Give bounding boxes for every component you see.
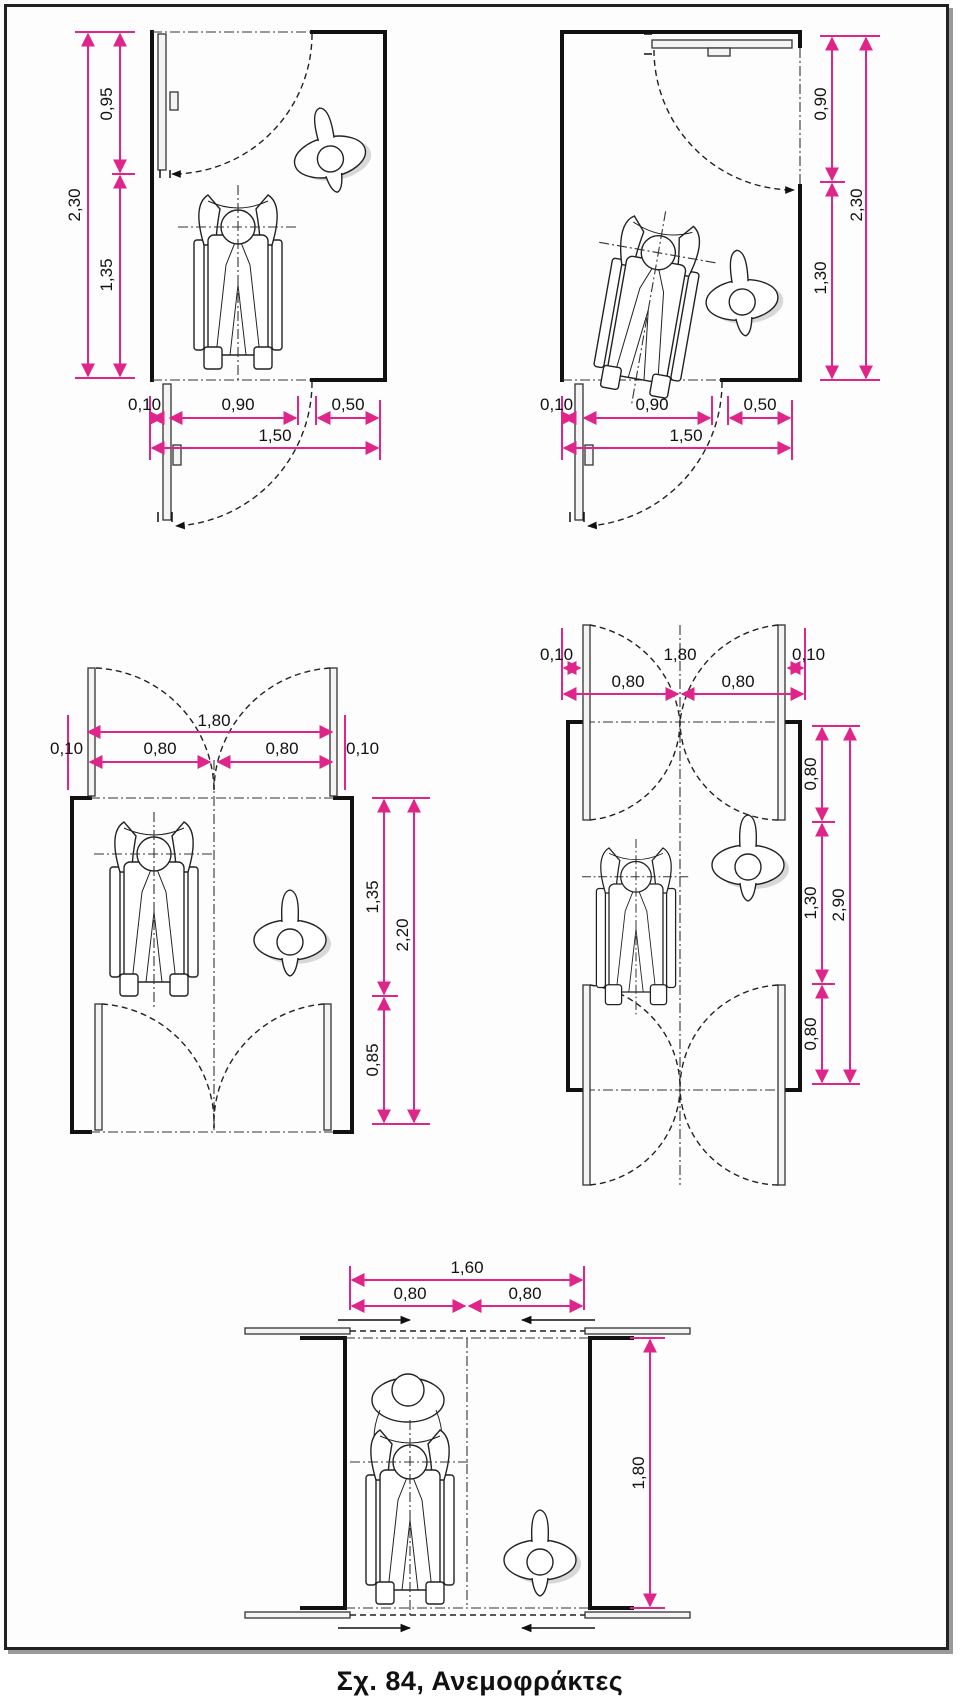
dim-2-130: 1,30 [811,261,830,294]
dim-4-080d: 0,80 [801,1017,820,1050]
dim-1-150: 1,50 [258,426,291,445]
dim-4-130: 1,30 [801,886,820,919]
dim-3-180: 1,80 [197,711,230,730]
dim-4-010b: 0,10 [792,645,825,664]
dim-4-080c: 0,80 [801,757,820,790]
dim-5-080b: 0,80 [508,1284,541,1303]
dim-4-180: 1,80 [663,645,696,664]
figure-caption: Σχ. 84, Ανεμοφράκτες [336,1666,624,1696]
dim-3-010a: 0,10 [50,739,83,758]
dim-2-050: 0,50 [743,395,776,414]
dim-3-135: 1,35 [363,880,382,913]
dim-2-010: 0,10 [540,395,573,414]
dim-4-290: 2,90 [829,888,848,921]
vestibule-plan-3: 1,80 0,10 0,80 0,80 0,10 1,35 0,85 2,20 [50,667,430,1134]
vestibule-plan-5: 1,60 0,80 0,80 1,80 [244,1258,691,1633]
dim-4-010a: 0,10 [540,645,573,664]
dim-1-230: 2,30 [65,188,84,221]
dim-2-090b: 0,90 [635,395,668,414]
drawing-frame [4,4,949,1650]
dim-5-080a: 0,80 [393,1284,426,1303]
vestibule-plan-2: 0,90 1,30 2,30 0,10 0,90 0,50 1,50 [540,30,880,530]
dim-5-180: 1,80 [629,1456,648,1489]
dim-5-160: 1,60 [450,1258,483,1277]
vestibule-plan-1: 0,95 1,35 2,30 0,10 0,90 0,50 1,50 [65,30,387,530]
dim-4-080b: 0,80 [721,672,754,691]
dim-1-135: 1,35 [97,258,116,291]
dim-3-080b: 0,80 [265,739,298,758]
dim-3-220: 2,20 [393,918,412,951]
dim-3-080a: 0,80 [143,739,176,758]
dim-1-090: 0,90 [221,395,254,414]
vestibule-plan-4: 0,10 1,80 0,10 0,80 0,80 0,80 1,30 0,80 … [540,624,860,1186]
dim-3-085: 0,85 [363,1043,382,1076]
dim-3-010b: 0,10 [346,739,379,758]
dim-1-095: 0,95 [97,87,116,120]
dim-2-150: 1,50 [669,426,702,445]
vestibule-diagram: 0,95 1,35 2,30 0,10 0,90 0,50 1,50 [50,30,880,1633]
dim-2-090: 0,90 [811,87,830,120]
dim-1-010: 0,10 [128,395,161,414]
dim-1-050: 0,50 [331,395,364,414]
dim-4-080a: 0,80 [611,672,644,691]
dim-2-230: 2,30 [847,188,866,221]
